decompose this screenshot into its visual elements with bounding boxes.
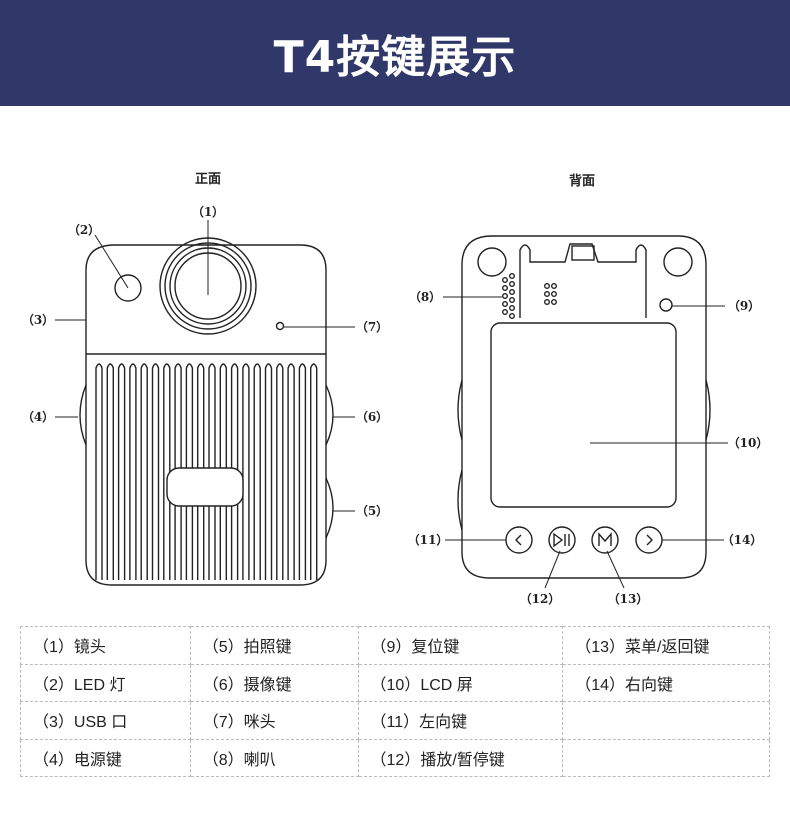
legend-row: （2）LED 灯（6）摄像键（10）LCD 屏（14）右向键	[20, 663, 770, 702]
ridge	[140, 363, 148, 580]
label-13: （13）	[608, 591, 649, 606]
speaker-hole	[509, 281, 516, 288]
front-ridges	[95, 363, 318, 580]
ridge	[253, 363, 261, 580]
label-14: （14）	[722, 532, 763, 547]
ridge	[298, 363, 307, 580]
ridge	[117, 363, 126, 580]
speaker-hole	[544, 283, 551, 290]
legend-row: （3）USB 口（7）咪头（11）左向键	[20, 701, 770, 740]
speaker-hole	[509, 313, 516, 320]
speaker-hole	[551, 283, 558, 290]
speaker-hole	[502, 285, 509, 292]
front-window	[166, 467, 244, 507]
legend-cell	[562, 701, 770, 740]
legend-cell: （5）拍照键	[189, 626, 359, 665]
legend-cell: （1）镜头	[20, 626, 191, 665]
speaker-hole	[551, 291, 558, 298]
left-button-icon	[505, 526, 533, 554]
menu-button-icon	[591, 526, 619, 554]
ridge	[129, 363, 137, 580]
speaker-hole	[509, 289, 516, 296]
label-5: （5）	[356, 503, 388, 518]
ridge	[310, 363, 318, 580]
speaker-hole	[502, 309, 509, 316]
legend-row: （1）镜头（5）拍照键（9）复位键（13）菜单/返回键	[20, 626, 770, 665]
ridge	[208, 363, 216, 580]
screw-hole-icon	[663, 247, 693, 277]
legend-cell: （6）摄像键	[189, 663, 359, 702]
ridge	[242, 363, 250, 580]
ridge	[264, 363, 273, 580]
label-2: （2）	[68, 222, 100, 237]
ridge	[230, 363, 239, 580]
record-button-icon	[325, 384, 334, 446]
speaker-hole	[502, 293, 509, 300]
label-9: （9）	[728, 298, 760, 313]
ridge	[287, 363, 295, 580]
button-legend-table: （1）镜头（5）拍照键（9）复位键（13）菜单/返回键（2）LED 灯（6）摄像…	[20, 626, 770, 777]
legend-cell: （14）右向键	[562, 663, 770, 702]
lcd-screen	[490, 322, 677, 508]
speaker-hole	[509, 297, 516, 304]
page-title: T4按键展示	[273, 32, 517, 83]
label-4: （4）	[22, 409, 54, 424]
back-clip	[519, 243, 647, 318]
legend-cell: （2）LED 灯	[20, 663, 191, 702]
label-10: （10）	[728, 435, 769, 450]
legend-cell: （10）LCD 屏	[357, 663, 564, 702]
legend-cell: （8）喇叭	[189, 738, 359, 777]
speaker-hole	[509, 305, 516, 312]
photo-button-icon	[325, 477, 334, 539]
speaker-hole	[509, 273, 516, 280]
ridge	[95, 363, 103, 580]
back-view: 背面 （8） （9） （10） （11） （12） （13） （14）	[408, 173, 769, 606]
led-light-icon	[114, 274, 142, 302]
back-title: 背面	[569, 173, 595, 189]
legend-cell	[562, 738, 770, 777]
ridge	[276, 363, 284, 580]
device-diagram: 正面 （1） （2） （3） （4） （5） （6） （7） 背面	[22, 172, 769, 606]
label-12: （12）	[520, 591, 561, 606]
legend-cell: （13）菜单/返回键	[562, 626, 770, 665]
label-11: （11）	[408, 532, 449, 547]
screw-hole-icon	[477, 247, 507, 277]
ridge	[151, 363, 160, 580]
back-body	[461, 235, 707, 579]
label-7: （7）	[356, 319, 388, 334]
speaker-hole	[544, 299, 551, 306]
label-3: （3）	[22, 312, 54, 327]
title-banner: T4按键展示	[0, 0, 790, 106]
speaker-icon	[502, 273, 558, 320]
legend-cell: （9）复位键	[357, 626, 564, 665]
ridge	[163, 363, 171, 580]
label-8: （8）	[409, 289, 441, 304]
legend-cell: （3）USB 口	[20, 701, 191, 740]
front-view: 正面 （1） （2） （3） （4） （5） （6） （7）	[22, 172, 388, 586]
ridge	[219, 363, 227, 580]
mic-icon	[275, 321, 285, 331]
speaker-hole	[502, 277, 509, 284]
legend-cell: （4）电源键	[20, 738, 191, 777]
speaker-hole	[551, 299, 558, 306]
speaker-hole	[502, 301, 509, 308]
front-body	[85, 244, 327, 586]
right-button-icon	[635, 526, 663, 554]
speaker-hole	[544, 291, 551, 298]
front-title: 正面	[195, 172, 221, 187]
legend-cell: （11）左向键	[357, 701, 564, 740]
label-6: （6）	[356, 409, 388, 424]
legend-cell: （12）播放/暂停键	[357, 738, 564, 777]
ridge	[174, 363, 182, 580]
ridge	[185, 363, 194, 580]
play-pause-button-icon	[548, 526, 576, 554]
ridge	[197, 363, 205, 580]
power-button-icon	[79, 384, 87, 446]
legend-cell: （7）咪头	[189, 701, 359, 740]
label-1: （1）	[192, 204, 224, 219]
reset-button-icon	[659, 298, 673, 312]
ridge	[106, 363, 114, 580]
legend-row: （4）电源键（8）喇叭（12）播放/暂停键	[20, 738, 770, 777]
